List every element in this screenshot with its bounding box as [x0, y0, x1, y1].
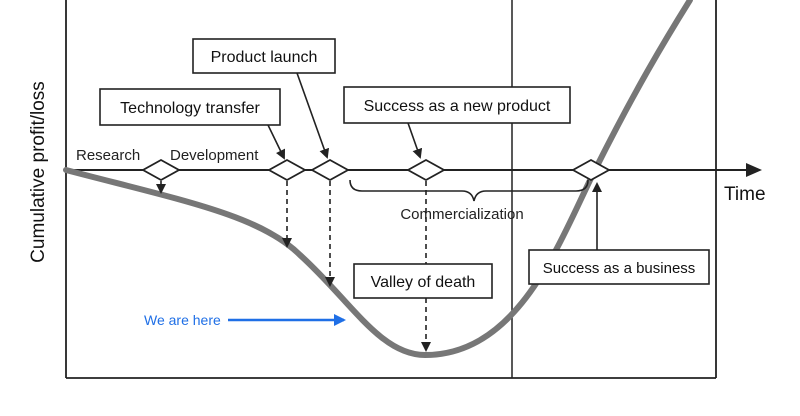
commercialization-label: Commercialization: [400, 206, 523, 223]
phase-research-label: Research: [76, 147, 140, 164]
commercialization-brace: [349, 179, 589, 202]
diamond-marker-new-product: [406, 158, 446, 182]
technology-transfer-box: [99, 88, 281, 126]
we-are-here-label: We are here: [144, 312, 221, 328]
success-business-label: Success as a business: [543, 260, 696, 277]
success-new-product-arrow: [407, 122, 423, 159]
profit-loss-curve: [63, 0, 693, 359]
success-business-box: [528, 249, 710, 285]
product-launch-box: [192, 38, 336, 74]
product-launch-label: Product launch: [211, 49, 318, 66]
x-axis-title: Time: [724, 184, 766, 205]
diamond-marker-product-launch: [310, 158, 350, 182]
valley-of-death-box: [353, 263, 493, 299]
diamond-marker-business: [571, 158, 611, 182]
success-new-product-box: [343, 86, 571, 124]
technology-transfer-arrow: [267, 124, 286, 160]
time-axis-arrowhead: [746, 163, 762, 177]
valley-of-death-label: Valley of death: [371, 274, 476, 291]
diamond-marker-technology-transfer: [267, 158, 307, 182]
success-new-product-label: Success as a new product: [364, 98, 551, 115]
y-axis-title: Cumulative profit/loss: [28, 81, 49, 263]
diamond-marker-research-end: [141, 158, 181, 182]
product-launch-arrow: [296, 72, 330, 159]
phase-development-label: Development: [170, 147, 259, 164]
technology-transfer-label: Technology transfer: [120, 100, 260, 117]
